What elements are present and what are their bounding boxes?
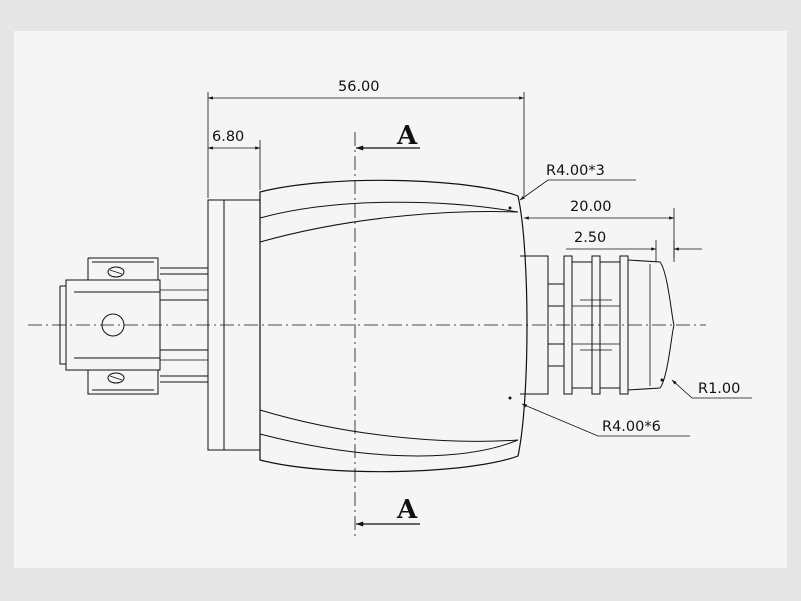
dim-2-50-label: 2.50 (574, 230, 606, 246)
section-mark-top-label: A (396, 121, 418, 151)
prong-assembly (59, 257, 208, 395)
radius-top-label: R4.00*3 (546, 163, 605, 179)
drawing-sheet: 56.00 6.80 20.00 2.50 R4.00*3 R4.00*6 R1… (14, 31, 787, 568)
dim-overall-length: 56.00 (207, 79, 525, 198)
dim-rib-spacing: 2.50 (566, 230, 702, 262)
dim-flange-thickness: 6.80 (208, 129, 261, 190)
dim-grip-length: 20.00 (524, 199, 675, 262)
dim-6-80-label: 6.80 (212, 129, 244, 145)
section-mark-bottom: A (356, 495, 420, 527)
radius-bottom-label: R4.00*6 (602, 419, 661, 435)
leader-radius-top: R4.00*3 (519, 163, 636, 201)
leader-radius-tip: R1.00 (671, 379, 752, 399)
section-mark-top: A (356, 121, 420, 151)
dim-20-label: 20.00 (570, 199, 612, 215)
leader-radius-bottom: R4.00*6 (521, 403, 690, 437)
section-mark-bottom-label: A (396, 495, 418, 525)
pin-hole (101, 313, 125, 337)
technical-drawing: 56.00 6.80 20.00 2.50 R4.00*3 R4.00*6 R1… (28, 79, 752, 540)
barrel-body (259, 179, 528, 473)
radius-tip-label: R1.00 (698, 381, 740, 397)
ribbed-grip (520, 255, 675, 395)
dim-56-label: 56.00 (338, 79, 380, 95)
